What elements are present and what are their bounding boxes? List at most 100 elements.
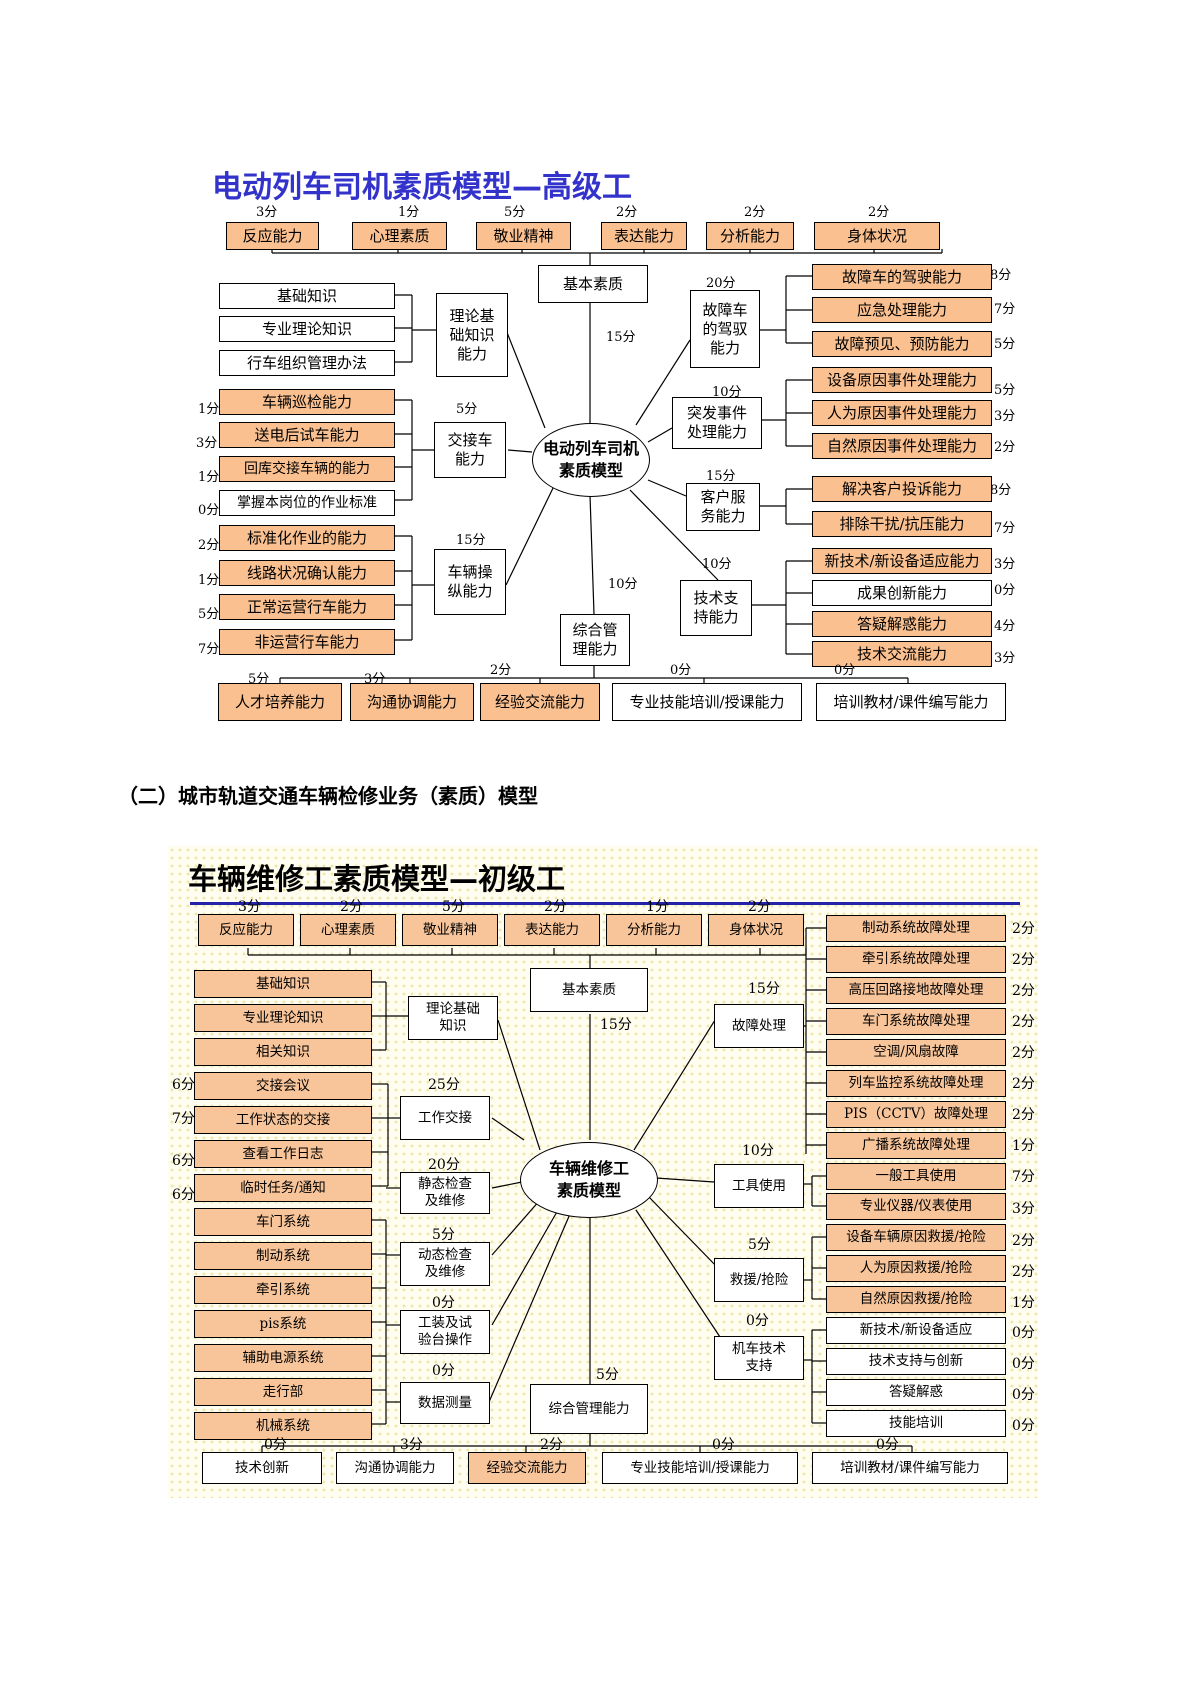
d1-emergency-item-1: 设备原因事件处理能力 — [812, 367, 992, 393]
d2-right-score-6: 2分 — [1012, 1076, 1035, 1092]
d1-bottom-score-4: 0分 — [670, 663, 692, 678]
d2-right-score-10: 3分 — [1012, 1201, 1035, 1217]
d1-operate-item-2: 线路状况确认能力 — [219, 560, 395, 586]
diagram2-title: 车辆维修工素质模型—初级工 — [188, 862, 566, 896]
d2-top-score-6: 2分 — [748, 899, 771, 915]
d1-emergency-item-score-1: 5分 — [994, 383, 1016, 398]
d1-top-score-2: 1分 — [398, 205, 420, 220]
d1-top-item-5: 分析能力 — [706, 222, 794, 250]
d2-tech-score: 0分 — [746, 1313, 769, 1329]
d1-tech-item-3: 答疑解惑能力 — [812, 611, 992, 637]
d2-bottom-item-2: 沟通协调能力 — [336, 1452, 454, 1484]
d2-top-item-5: 分析能力 — [606, 914, 702, 946]
d1-bottom-item-2: 沟通协调能力 — [350, 683, 474, 721]
d1-emergency-score: 10分 — [712, 385, 742, 400]
d1-fault-node: 故障车 的驾驭 能力 — [690, 290, 760, 368]
d2-tools-node: 工具使用 — [714, 1164, 804, 1208]
d2-basic-score: 15分 — [600, 1017, 632, 1033]
d1-customer-item-2: 排除干扰/抗压能力 — [812, 511, 992, 537]
d2-top-item-6: 身体状况 — [708, 914, 804, 946]
d1-bottom-item-1: 人才培养能力 — [218, 683, 342, 721]
d2-system-item-1: 车门系统 — [194, 1208, 372, 1236]
d1-basic-quality: 基本素质 — [538, 265, 648, 303]
d1-handover-item-score-1: 1分 — [198, 402, 220, 417]
d1-handover-item-3: 回库交接车辆的能力 — [219, 456, 395, 482]
d2-top-score-3: 5分 — [442, 899, 465, 915]
d1-handover-item-2: 送电后试车能力 — [219, 422, 395, 448]
d1-emergency-item-score-3: 2分 — [994, 440, 1016, 455]
d1-fault-item-score-2: 7分 — [994, 302, 1016, 317]
d2-handover-item-4: 临时任务/通知 — [194, 1174, 372, 1202]
d2-measure-node: 数据测量 — [400, 1382, 490, 1424]
d1-operate-node: 车辆操 纵能力 — [434, 549, 506, 615]
d2-fault-score: 15分 — [748, 981, 780, 997]
d2-right-item-3: 高压回路接地故障处理 — [826, 977, 1006, 1004]
d2-system-item-2: 制动系统 — [194, 1242, 372, 1270]
d1-customer-item-score-1: 8分 — [990, 483, 1012, 498]
d1-mgmt-score: 10分 — [608, 577, 638, 592]
d2-theory-item-1: 基础知识 — [194, 970, 372, 998]
d2-handover-score: 25分 — [428, 1077, 460, 1093]
d2-right-score-12: 2分 — [1012, 1264, 1035, 1280]
d2-rescue-node: 救援/抢险 — [714, 1258, 804, 1302]
d2-right-score-13: 1分 — [1012, 1295, 1035, 1311]
d1-operate-item-score-4: 7分 — [198, 642, 220, 657]
d1-emergency-item-score-2: 3分 — [994, 409, 1016, 424]
d2-dynamic-score: 5分 — [432, 1227, 455, 1243]
d2-right-score-3: 2分 — [1012, 983, 1035, 999]
d1-fault-item-2: 应急处理能力 — [812, 297, 992, 323]
d2-right-score-9: 7分 — [1012, 1169, 1035, 1185]
d2-right-score-11: 2分 — [1012, 1233, 1035, 1249]
d2-handover-node: 工作交接 — [400, 1096, 490, 1140]
d2-right-score-15: 0分 — [1012, 1356, 1035, 1372]
d1-theory-item-1: 基础知识 — [219, 283, 395, 309]
d1-operate-score: 15分 — [456, 533, 486, 548]
d1-tech-item-4: 技术交流能力 — [812, 641, 992, 667]
d1-fault-score: 20分 — [706, 276, 736, 291]
d1-tech-item-score-1: 3分 — [994, 557, 1016, 572]
d2-bottom-score-1: 0分 — [264, 1437, 287, 1453]
d2-bottom-score-2: 3分 — [400, 1437, 423, 1453]
d2-rescue-score: 5分 — [748, 1237, 771, 1253]
d1-top-item-4: 表达能力 — [601, 222, 687, 250]
d2-right-item-7: PIS（CCTV）故障处理 — [826, 1101, 1006, 1128]
d1-handover-item-1: 车辆巡检能力 — [219, 389, 395, 415]
d2-bottom-item-3: 经验交流能力 — [468, 1452, 586, 1484]
d1-mgmt-node: 综合管 理能力 — [560, 614, 630, 666]
d2-right-score-1: 2分 — [1012, 921, 1035, 937]
d2-right-item-11: 设备车辆原因救援/抢险 — [826, 1224, 1006, 1251]
d1-tech-item-2: 成果创新能力 — [812, 580, 992, 606]
d1-center-node: 电动列车司机 素质模型 — [532, 423, 650, 497]
d2-right-item-1: 制动系统故障处理 — [826, 915, 1006, 942]
d2-right-item-2: 牵引系统故障处理 — [826, 946, 1006, 973]
d2-tools-score: 10分 — [742, 1143, 774, 1159]
d2-top-item-3: 敬业精神 — [402, 914, 498, 946]
d2-bottom-item-5: 培训教材/课件编写能力 — [812, 1452, 1008, 1484]
d2-right-score-4: 2分 — [1012, 1014, 1035, 1030]
diagram2-title-underline — [190, 902, 1020, 905]
d2-bottom-score-5: 0分 — [876, 1437, 899, 1453]
d2-theory-item-2: 专业理论知识 — [194, 1004, 372, 1032]
d2-top-score-1: 3分 — [238, 899, 261, 915]
d1-fault-item-1: 故障车的驾驶能力 — [812, 264, 992, 290]
d2-top-score-5: 1分 — [646, 899, 669, 915]
d1-tech-score: 10分 — [702, 557, 732, 572]
d1-basic-score: 15分 — [606, 330, 636, 345]
d1-emergency-item-3: 自然原因事件处理能力 — [812, 433, 992, 459]
d1-handover-item-score-4: 0分 — [198, 503, 220, 518]
d2-bottom-score-4: 0分 — [712, 1437, 735, 1453]
d2-system-item-4: pis系统 — [194, 1310, 372, 1338]
d1-customer-node: 客户服 务能力 — [686, 483, 760, 531]
d2-bottom-item-4: 专业技能培训/授课能力 — [602, 1452, 798, 1484]
d2-right-score-14: 0分 — [1012, 1325, 1035, 1341]
d2-tech-node: 机车技术 支持 — [714, 1336, 804, 1380]
d1-top-score-5: 2分 — [744, 205, 766, 220]
d1-top-score-3: 5分 — [504, 205, 526, 220]
d1-tech-item-score-4: 3分 — [994, 651, 1016, 666]
d2-right-item-8: 广播系统故障处理 — [826, 1132, 1006, 1159]
d1-top-item-2: 心理素质 — [352, 222, 447, 250]
section-heading: （二）城市轨道交通车辆检修业务（素质）模型 — [118, 784, 538, 808]
d2-handover-item-score-2: 7分 — [172, 1111, 195, 1127]
diagram1-title: 电动列车司机素质模型—高级工 — [212, 170, 632, 205]
